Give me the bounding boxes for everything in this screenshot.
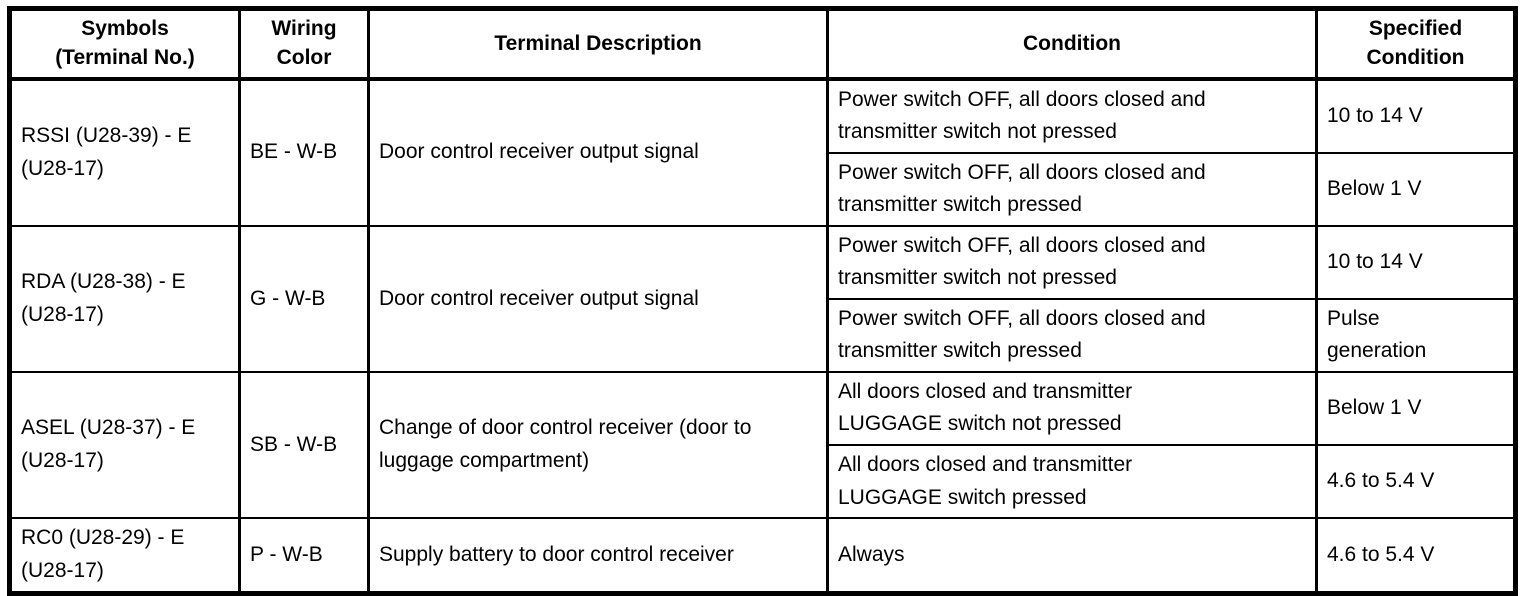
header-row: Symbols (Terminal No.) Wiring Color Term… — [8, 7, 1517, 81]
header-wiring-color: Wiring Color — [238, 7, 370, 81]
condition-cell: Power switch OFF, all doors closed and t… — [826, 297, 1318, 373]
table-row: Power switch OFF, all doors closed and t… — [10, 151, 1517, 227]
description-cell: Change of door control receiver (door to… — [367, 370, 829, 520]
wiring-color-cell: P - W-B — [238, 517, 370, 595]
wiring-color-cell: BE - W-B — [238, 77, 370, 227]
specified-condition-cell: 10 to 14 V — [1315, 77, 1517, 154]
condition-cell: Power switch OFF, all doors closed and t… — [826, 151, 1318, 227]
terminal-voltage-table: Symbols (Terminal No.) Wiring Color Term… — [7, 6, 1518, 596]
table-row: RDA (U28-38) - E (U28-17) G - W-B Door c… — [8, 224, 1517, 373]
header-specified-condition: Specified Condition — [1315, 7, 1517, 81]
header-symbols: Symbols (Terminal No.) — [8, 7, 241, 81]
specified-condition-cell: 10 to 14 V — [1315, 224, 1517, 300]
condition-cell: All doors closed and transmitter LUGGAGE… — [826, 443, 1318, 520]
condition-cell: Power switch OFF, all doors closed and t… — [826, 224, 1318, 300]
condition-cell: Always — [826, 517, 1318, 595]
specified-condition-cell: 4.6 to 5.4 V — [1315, 443, 1517, 520]
symbol-cell: RSSI (U28-39) - E (U28-17) — [8, 77, 241, 227]
specified-condition-cell: Pulse generation — [1315, 297, 1517, 373]
header-condition: Condition — [826, 7, 1318, 81]
condition-cell: Power switch OFF, all doors closed and t… — [826, 77, 1318, 154]
symbol-cell: RDA (U28-38) - E (U28-17) — [8, 224, 241, 373]
symbol-cell: ASEL (U28-37) - E (U28-17) — [8, 370, 241, 520]
description-cell: Supply battery to door control receiver — [367, 517, 829, 595]
wiring-color-cell: SB - W-B — [238, 370, 370, 520]
header-terminal-description: Terminal Description — [367, 7, 829, 81]
symbol-cell: RC0 (U28-29) - E (U28-17) — [8, 517, 241, 595]
description-cell: Door control receiver output signal — [367, 224, 829, 373]
table-row: RSSI (U28-39) - E (U28-17) BE - W-B Door… — [8, 77, 1517, 227]
specified-condition-cell: 4.6 to 5.4 V — [1315, 517, 1517, 595]
table-row: Power switch OFF, all doors closed and t… — [10, 297, 1517, 373]
specified-condition-cell: Below 1 V — [1315, 151, 1517, 227]
description-cell: Door control receiver output signal — [367, 77, 829, 227]
table-row: All doors closed and transmitter LUGGAGE… — [10, 443, 1517, 520]
table-row: ASEL (U28-37) - E (U28-17) SB - W-B Chan… — [8, 370, 1517, 520]
condition-cell: All doors closed and transmitter LUGGAGE… — [826, 370, 1318, 446]
table-row: RC0 (U28-29) - E (U28-17) P - W-B Supply… — [8, 517, 1517, 595]
specified-condition-cell: Below 1 V — [1315, 370, 1517, 446]
wiring-color-cell: G - W-B — [238, 224, 370, 373]
